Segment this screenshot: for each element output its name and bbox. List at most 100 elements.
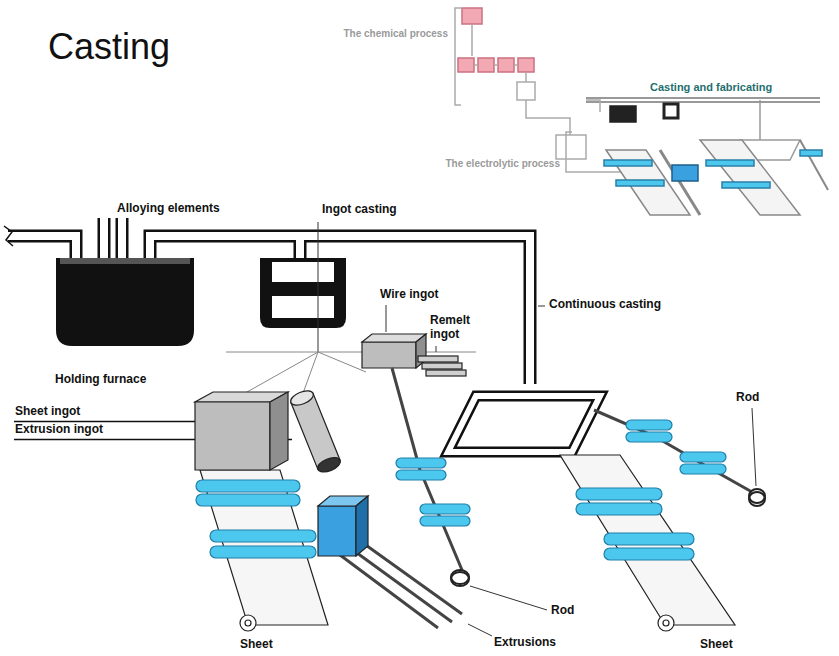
leader-line	[436, 346, 437, 352]
sheet-rolling-line	[210, 530, 316, 542]
extrusion-line	[316, 455, 343, 475]
overview-inset	[526, 100, 570, 135]
ingot-caster	[272, 296, 334, 318]
continuous-casting-line	[448, 396, 765, 631]
overview-inset	[455, 8, 828, 215]
continuous-casting-line	[448, 396, 600, 452]
continuous-casting-line	[594, 410, 752, 492]
inset-label: The electrolytic process	[380, 158, 560, 170]
overview-inset	[700, 140, 800, 215]
overview-inset	[800, 140, 828, 190]
rod-mill-line	[420, 504, 470, 514]
overview-inset	[706, 160, 754, 166]
rod-mill-line	[396, 458, 446, 468]
metal-channel	[4, 218, 530, 384]
continuous-casting-line	[448, 396, 600, 452]
continuous-casting-line	[749, 492, 765, 506]
page-title: Casting	[48, 26, 170, 67]
leader-line	[240, 352, 318, 396]
part-label: Sheet ingot	[15, 405, 80, 419]
leader-line	[386, 305, 387, 332]
sheet-rolling-line	[245, 620, 251, 626]
overview-inset	[525, 72, 527, 82]
rod-mill-line	[451, 572, 469, 586]
part-label: Wire ingot	[380, 288, 439, 302]
leader-line	[302, 352, 318, 396]
continuous-casting-line	[626, 420, 672, 430]
leader-line	[318, 222, 319, 352]
rod-mill-line	[418, 356, 458, 362]
holding-furnace	[56, 258, 194, 346]
overview-inset	[586, 100, 600, 112]
overview-inset	[604, 160, 652, 166]
continuous-casting-line	[604, 548, 694, 560]
overview-inset	[514, 64, 518, 66]
overview-inset	[586, 99, 820, 101]
extrusion-line	[289, 388, 343, 475]
part-label: Alloying elements	[117, 202, 220, 216]
extrusion-line	[356, 496, 368, 556]
part-label: Holding furnace	[55, 373, 146, 387]
overview-inset	[517, 82, 535, 100]
part-label: Remelt ingot	[430, 314, 486, 342]
leader-line	[14, 222, 756, 636]
rod-mill-line	[392, 368, 462, 570]
overview-inset	[518, 58, 534, 72]
product-label: Rod	[551, 604, 574, 618]
overview-inset	[664, 104, 678, 118]
sheet-rolling-line	[210, 546, 316, 558]
metal-channel	[4, 226, 13, 246]
leader-line	[470, 586, 547, 610]
overview-inset	[458, 58, 474, 72]
sheet-rolling-line	[195, 402, 270, 470]
sheet-rolling-line	[196, 480, 300, 492]
ingot-caster	[260, 258, 346, 328]
overview-inset	[474, 64, 478, 66]
leader-line	[752, 408, 756, 486]
overview-inset	[610, 106, 636, 122]
extrusion-line	[346, 545, 452, 622]
part-label: Extrusion ingot	[15, 423, 103, 437]
overview-inset	[471, 24, 473, 56]
sheet-rolling-line	[196, 494, 300, 506]
part-label: Ingot casting	[322, 203, 397, 217]
rod-mill-line	[396, 470, 446, 480]
leader-line	[538, 306, 545, 307]
product-label: Extrusions	[494, 636, 556, 650]
sheet-rolling-line	[200, 470, 328, 625]
overview-inset	[660, 150, 700, 215]
extrusion-line	[336, 552, 438, 628]
overview-inset	[462, 8, 482, 24]
overview-inset	[478, 58, 494, 72]
leader-line	[318, 352, 366, 372]
extrusion-line	[318, 506, 356, 556]
sheet-rolling-line	[270, 392, 288, 470]
overview-inset	[455, 8, 461, 105]
overview-inset	[672, 165, 698, 181]
continuous-casting-line	[680, 464, 726, 474]
holding-furnace	[56, 258, 194, 346]
inset-label: The chemical process	[290, 28, 448, 40]
holding-furnace	[60, 258, 190, 264]
continuous-casting-line	[626, 432, 672, 442]
ingot-caster	[260, 258, 346, 328]
overview-inset	[616, 180, 664, 186]
continuous-casting-line	[604, 533, 694, 545]
continuous-casting-line	[576, 488, 662, 500]
rod-mill-line	[420, 516, 470, 526]
extrusion-line	[356, 538, 462, 614]
continuous-casting-line	[680, 452, 726, 462]
overview-inset	[722, 182, 770, 188]
continuous-casting-line	[663, 620, 669, 626]
continuous-casting-line	[658, 615, 674, 631]
overview-inset	[586, 97, 820, 103]
ingot-caster	[272, 262, 334, 282]
metal-channel	[8, 218, 530, 384]
product-label: Rod	[736, 391, 759, 405]
rod-mill-line	[426, 370, 466, 376]
part-label: Continuous casting	[549, 298, 661, 312]
overview-inset	[498, 58, 514, 72]
rod-mill-line	[362, 334, 426, 342]
